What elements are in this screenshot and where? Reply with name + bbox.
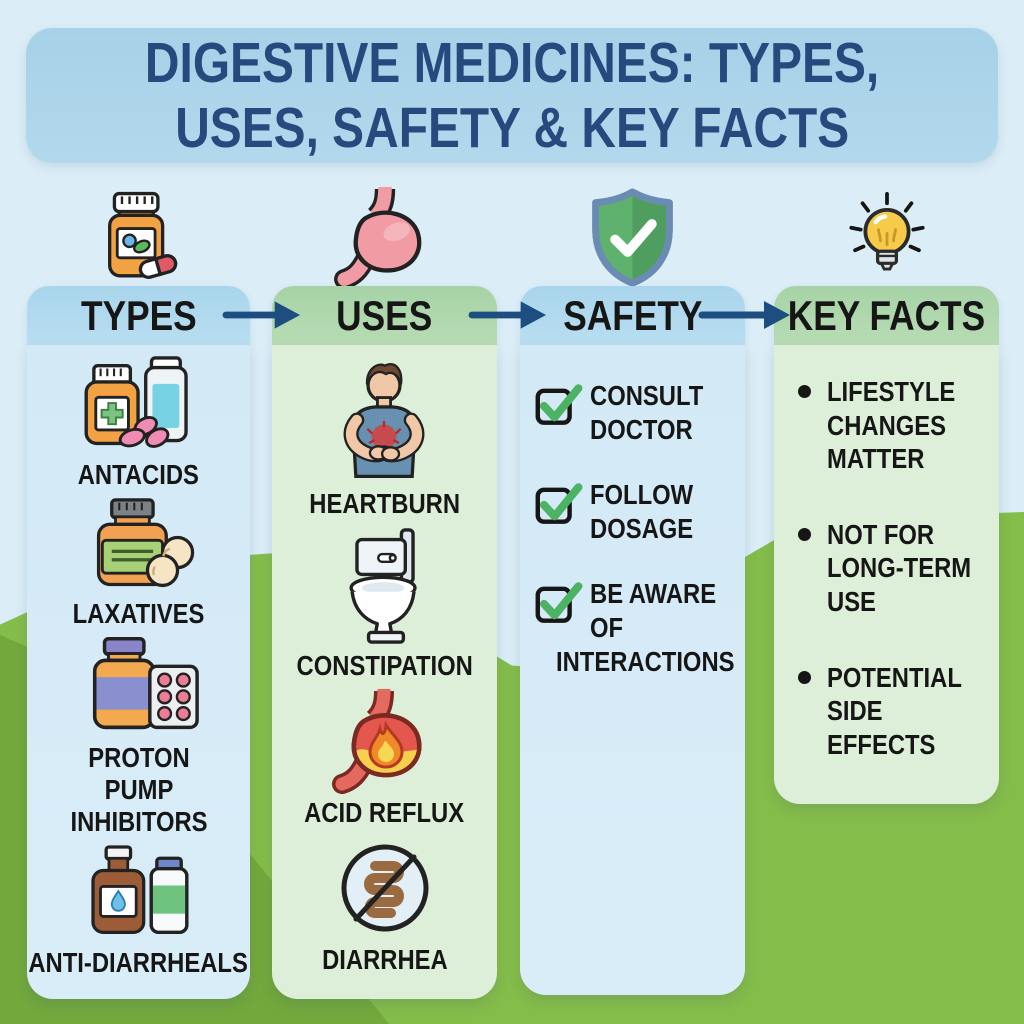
stomach-icon: [272, 183, 497, 290]
key-fact-line: POTENTIAL: [827, 661, 962, 693]
uses-item-heartburn: HEARTBURN: [296, 360, 473, 520]
pill-bottle-icon: [27, 183, 250, 286]
title-banner: DIGESTIVE MEDICINES: TYPES, USES, SAFETY…: [26, 28, 998, 163]
uses-item-label: DIARRHEA: [321, 944, 448, 976]
bullet-icon: [798, 385, 811, 398]
safety-item-follow-dosage: FOLLOW DOSAGE: [535, 478, 745, 545]
key-fact-side-effects: POTENTIAL SIDE EFFECTS: [798, 661, 989, 762]
types-item-label: ANTI-DIARRHEALS: [28, 946, 249, 978]
checkbox-check-icon: [535, 480, 583, 528]
arrow-safety-to-key-facts-icon: [698, 297, 792, 333]
column-safety: SAFETY CONSULT DOCTOR: [520, 183, 745, 995]
checkbox-check-icon: [535, 381, 583, 429]
key-fact-line: SIDE: [827, 695, 883, 727]
shield-check-icon: [520, 183, 745, 287]
safety-line: CONSULT: [590, 380, 704, 411]
safety-header: SAFETY: [520, 286, 745, 345]
key-fact-line: NOT FOR: [827, 518, 935, 550]
key-fact-line: LIFESTYLE: [827, 376, 956, 407]
key-fact-not-long-term: NOT FOR LONG-TERM USE: [798, 518, 989, 619]
safety-line: FOLLOW: [590, 479, 694, 511]
heartburn-person-icon: [320, 360, 448, 482]
ppi-bottle-blister-icon: [75, 636, 203, 736]
types-panel: ANTACIDS: [27, 345, 250, 999]
key-fact-line: LONG-TERM: [827, 552, 972, 584]
types-item-label: ANTACIDS: [77, 459, 200, 491]
bullet-icon: [798, 527, 811, 541]
checkbox-check-icon: [535, 579, 583, 627]
toilet-icon: [329, 528, 441, 645]
types-item-label: LAXATIVES: [72, 597, 205, 629]
key-fact-line: CHANGES: [827, 409, 947, 441]
antacid-bottles-icon: [75, 356, 203, 453]
key-fact-line: EFFECTS: [827, 728, 936, 760]
safety-line: DOSAGE: [590, 512, 694, 544]
lightbulb-icon: [774, 183, 999, 286]
key-facts-panel: LIFESTYLE CHANGES MATTER NOT FOR LONG-TE…: [774, 345, 999, 804]
safety-item-consult-doctor: CONSULT DOCTOR: [535, 379, 745, 446]
types-header: TYPES: [27, 286, 250, 345]
anti-diarrheal-bottles-icon: [78, 844, 200, 941]
safety-item-be-aware-of-interactions: BE AWARE OF INTERACTIONS: [535, 577, 745, 678]
safety-line: DOCTOR: [590, 413, 693, 445]
no-diarrhea-icon: [335, 838, 435, 938]
bullet-icon: [798, 670, 811, 684]
uses-item-label: CONSTIPATION: [296, 650, 473, 682]
uses-item-diarrhea: DIARRHEA: [311, 838, 459, 976]
safety-line: BE AWARE: [590, 578, 717, 610]
safety-line: OF: [590, 611, 624, 643]
key-facts-header-label: KEY FACTS: [787, 291, 986, 339]
safety-header-label: SAFETY: [562, 291, 703, 339]
arrow-types-to-uses-icon: [222, 297, 302, 333]
key-fact-lifestyle-changes: LIFESTYLE CHANGES MATTER: [798, 375, 989, 476]
page-title-line-2: USES, SAFETY & KEY FACTS: [174, 95, 850, 160]
key-facts-header: KEY FACTS: [774, 286, 999, 345]
key-fact-line: MATTER: [827, 443, 925, 475]
uses-header: USES: [272, 286, 497, 345]
safety-line: INTERACTIONS: [556, 645, 735, 677]
safety-panel: CONSULT DOCTOR FOLLOW DOSAGE: [520, 345, 745, 995]
uses-item-acid-reflux: ACID REFLUX: [290, 689, 478, 829]
uses-item-label: HEARTBURN: [309, 487, 460, 519]
column-types: TYPES: [27, 183, 250, 999]
types-item-label: PROTON PUMP INHIBITORS: [69, 741, 208, 838]
arrow-uses-to-safety-icon: [468, 297, 548, 333]
column-uses: USES: [272, 183, 497, 999]
page-title-line-1: DIGESTIVE MEDICINES: TYPES,: [144, 31, 880, 96]
uses-panel: HEARTBURN CONSTIPA: [272, 345, 497, 999]
types-item-ppi: PROTON PUMP INHIBITORS: [49, 636, 229, 839]
types-item-antacids: ANTACIDS: [67, 356, 210, 491]
types-header-label: TYPES: [80, 291, 197, 339]
uses-item-label: ACID REFLUX: [304, 797, 465, 829]
acid-reflux-stomach-icon: [332, 689, 436, 795]
laxative-bottle-tablets-icon: [76, 497, 202, 592]
uses-header-label: USES: [336, 291, 433, 339]
types-item-antidiarrheals: ANTI-DIARRHEALS: [9, 844, 267, 979]
uses-item-constipation: CONSTIPATION: [281, 528, 488, 682]
key-fact-line: USE: [827, 585, 876, 617]
column-key-facts: KEY FACTS LIFESTYLE CHANGES MATTER NOT F…: [774, 183, 999, 804]
types-item-laxatives: LAXATIVES: [61, 497, 216, 630]
